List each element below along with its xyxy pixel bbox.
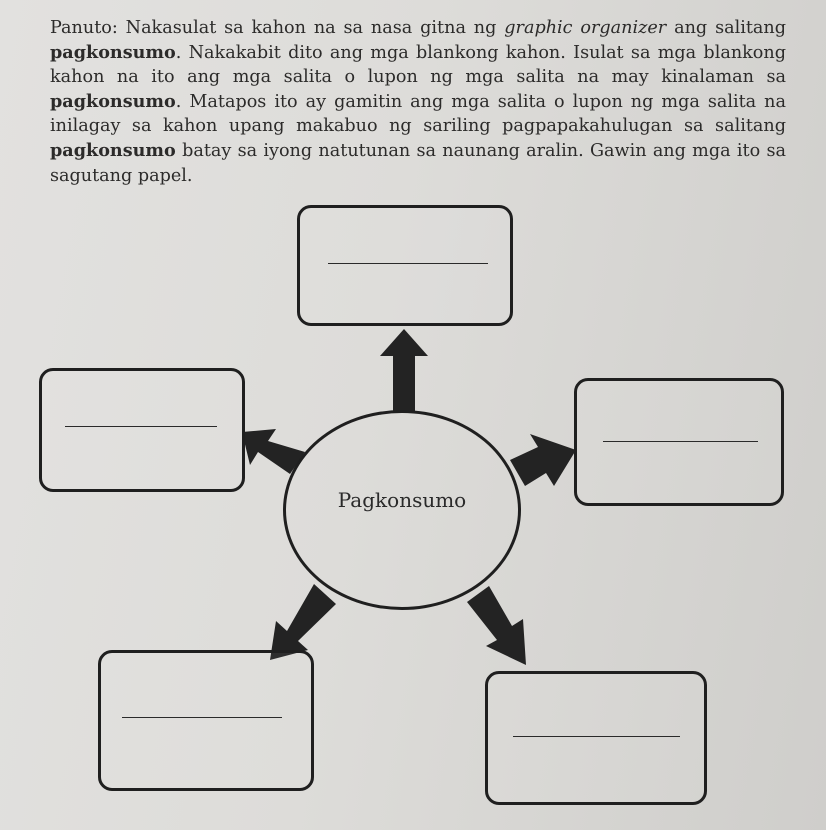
instructions-keyword: pagkonsumo: [50, 139, 176, 161]
arrow-bottom-left: [270, 584, 336, 660]
arrow-left: [242, 429, 305, 474]
blank-line-right: [603, 441, 758, 442]
blank-line-bottom-left: [122, 717, 282, 718]
instructions-label: Panuto:: [50, 18, 118, 38]
instructions-paragraph: Panuto: Nakasulat sa kahon na sa nasa gi…: [50, 16, 786, 188]
instructions-text: batay sa iyong natutunan sa naunang aral…: [50, 140, 786, 186]
instructions-text: ang salitang: [666, 18, 786, 38]
center-label: Pagkonsumo: [337, 488, 467, 512]
blank-line-bottom-right: [513, 736, 680, 737]
answer-box-right[interactable]: [574, 378, 784, 506]
instructions-text: . Nakakabit dito ang mga blankong kahon.…: [50, 42, 786, 88]
instructions-keyword: pagkonsumo: [50, 90, 176, 112]
arrow-up: [380, 329, 428, 412]
arrow-bottom-right: [467, 586, 526, 665]
answer-box-top[interactable]: [297, 205, 513, 326]
blank-line-top: [328, 263, 488, 264]
center-circle: [283, 410, 521, 610]
instructions-text: Nakasulat sa kahon na sa nasa gitna ng: [117, 18, 505, 38]
arrow-right: [510, 434, 576, 486]
instructions-text: . Matapos ito ay gamitin ang mga salita …: [50, 91, 786, 137]
instructions-italic-term: graphic organizer: [504, 18, 667, 38]
instructions-keyword: pagkonsumo: [50, 41, 176, 63]
answer-box-bottom-left[interactable]: [98, 650, 314, 791]
answer-box-bottom-right[interactable]: [485, 671, 707, 805]
blank-line-left: [65, 426, 217, 427]
answer-box-left[interactable]: [39, 368, 245, 492]
